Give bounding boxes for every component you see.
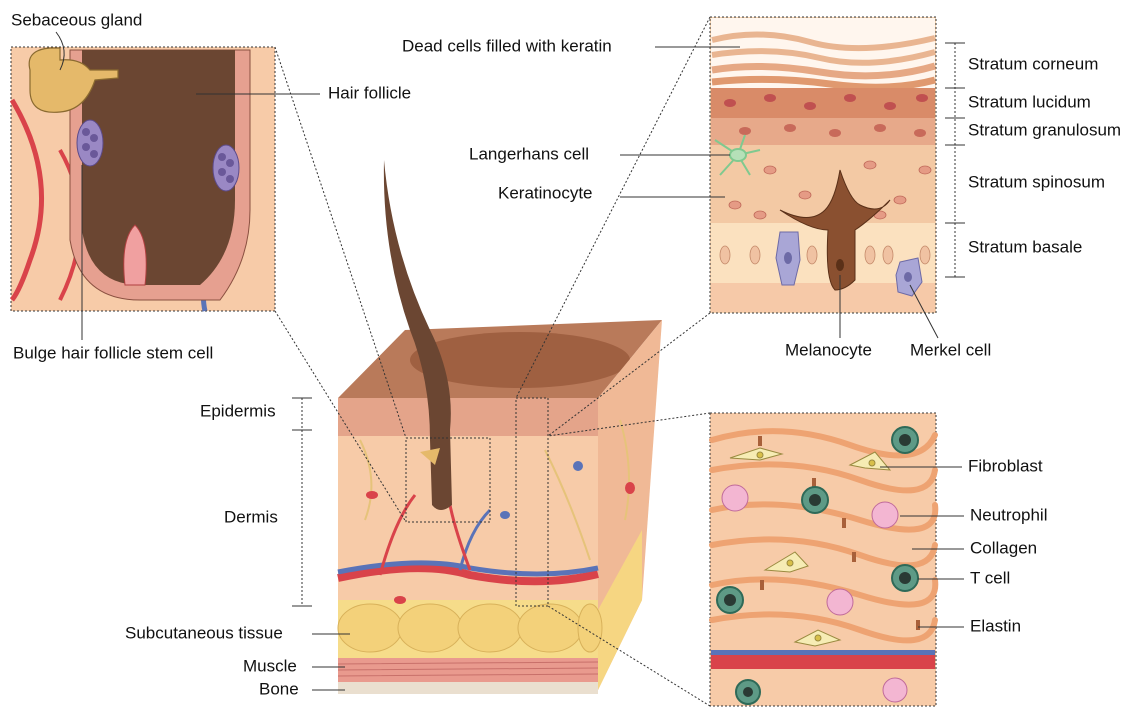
label-fibroblast: Fibroblast [968,456,1043,475]
stem-cell-cluster-right [213,145,239,191]
label-stratum-spinosum: Stratum spinosum [968,172,1105,191]
label-neutrophil: Neutrophil [970,505,1048,524]
label-stratum-lucidum: Stratum lucidum [968,92,1091,111]
label-elastin: Elastin [970,616,1021,635]
strata-brackets [945,43,965,277]
label-t-cell: T cell [970,568,1010,587]
label-dead-cells: Dead cells filled with keratin [402,36,612,55]
stem-cell-cluster-left [77,120,103,166]
label-stratum-granulosum: Stratum granulosum [968,120,1121,139]
epidermis-inset [710,17,936,313]
label-subcutaneous: Subcutaneous tissue [125,623,283,642]
layer-brackets [292,398,312,606]
label-hair-follicle: Hair follicle [328,83,411,102]
label-muscle: Muscle [243,656,297,675]
label-collagen: Collagen [970,538,1037,557]
label-merkel: Merkel cell [910,340,991,359]
hair-follicle-inset [11,47,275,311]
label-bone: Bone [259,679,299,698]
dermis-inset [710,413,936,706]
label-epidermis: Epidermis [200,401,276,420]
label-dermis: Dermis [224,507,278,526]
label-stratum-corneum: Stratum corneum [968,54,1098,73]
label-melanocyte: Melanocyte [785,340,872,359]
label-keratinocyte: Keratinocyte [498,183,593,202]
label-langerhans: Langerhans cell [469,144,589,163]
label-stratum-basale: Stratum basale [968,237,1082,256]
label-sebaceous-gland: Sebaceous gland [11,10,142,29]
label-bulge-stem-cell: Bulge hair follicle stem cell [13,343,213,362]
